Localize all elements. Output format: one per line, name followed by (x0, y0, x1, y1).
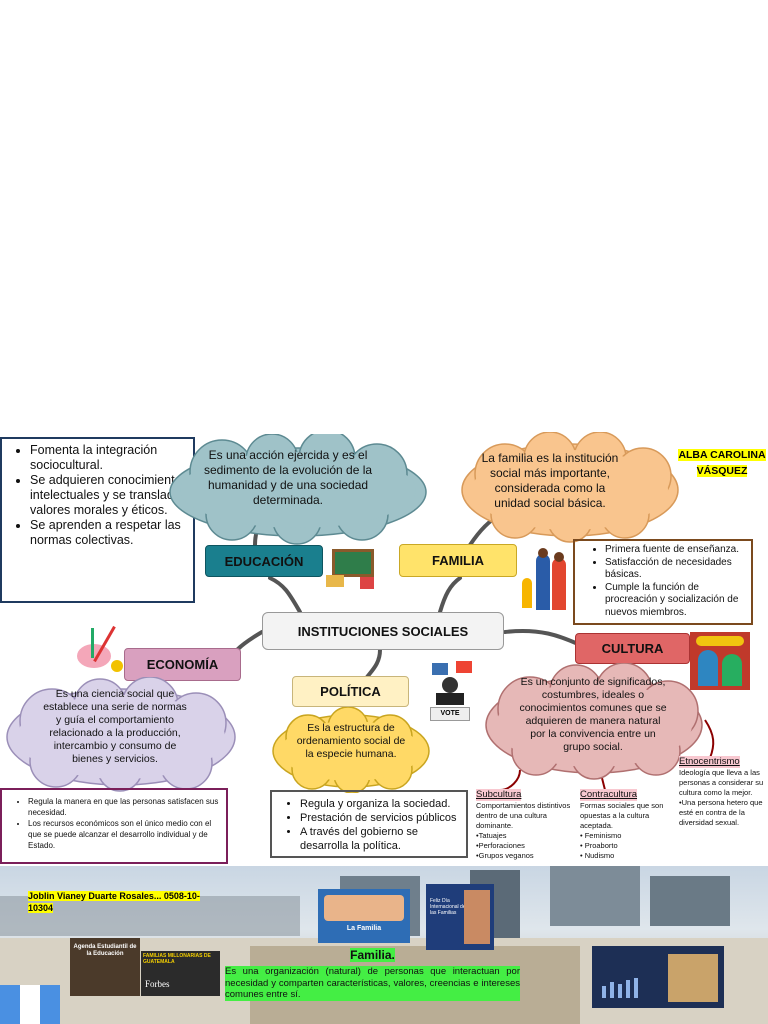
economia-bullets-box: Regula la manera en que las personas sat… (0, 788, 228, 864)
instituciones-sociales-node[interactable]: INSTITUCIONES SOCIALES (262, 612, 504, 650)
etnocentrismo-title: Etnocentrismo (679, 756, 740, 768)
thumbnail-agenda-educacion: Agenda Estudiantil de la Educación (70, 938, 140, 996)
contracultura-block: Contracultura Formas sociales que son op… (580, 789, 668, 861)
thumbnail-forbes-label: Forbes (145, 979, 170, 989)
footer-familia-text: Es una organización (natural) de persona… (225, 966, 520, 1001)
flag-image (0, 985, 60, 1024)
chalkboard-icon (326, 547, 378, 591)
line-etnocentrismo (704, 719, 715, 759)
educacion-bullet: Fomenta la integración sociocultural. (30, 443, 189, 473)
etnocentrismo-line: Ideología que lleva a las personas a con… (679, 768, 764, 797)
subcultura-line: Comportamientos distintivos dentro de un… (476, 801, 571, 830)
familia-bullet: Cumple la función de procreación y socia… (605, 582, 747, 620)
piggy-bank-icon (73, 622, 125, 674)
thumbnail-millonarias-label: FAMILIAS MILLONARIAS DE GUATEMALA (143, 953, 211, 965)
cultura-cloud (485, 663, 703, 780)
politica-node[interactable]: POLÍTICA (292, 676, 409, 707)
economia-definition: Es una ciencia social que establece una … (43, 688, 187, 765)
guatemala-culture-image (690, 632, 750, 690)
contracultura-line: • Proaborto (580, 841, 618, 850)
vote-icon: VOTE (422, 659, 480, 723)
footer-familia-block: Familia. Es una organización (natural) d… (225, 946, 520, 1001)
thumbnail-dia-familias: Feliz Día Internacional de las Familias (426, 884, 494, 950)
author-name: ALBA CAROLINA VÁSQUEZ (676, 447, 768, 479)
familia-definition: La familia es la institución social más … (481, 451, 619, 510)
contracultura-line: • Nudismo (580, 851, 615, 860)
economia-bullet: Los recursos económicos son el único med… (28, 818, 222, 851)
educacion-bullets-box: Fomenta la integración sociocultural. Se… (0, 437, 195, 603)
thumbnail-dia-familias-label: Feliz Día Internacional de las Familias (430, 898, 466, 916)
line-familia (438, 576, 462, 614)
subcultura-line: •Tatuajes (476, 831, 507, 840)
student-name-id: Joblin Vianey Duarte Rosales... 0508-10-… (28, 891, 200, 913)
footer-familia-title: Familia. (350, 948, 395, 962)
family-icon (518, 548, 574, 618)
cultura-definition: Es un conjunto de significados, costumbr… (519, 676, 667, 753)
economy-chart-image (592, 946, 724, 1008)
familia-node[interactable]: FAMILIA (399, 544, 517, 577)
familia-bullets-box: Primera fuente de enseñanza. Satisfacció… (573, 539, 753, 625)
student-info: Joblin Vianey Duarte Rosales... 0508-10-… (28, 890, 204, 914)
thumbnail-agenda-label: Agenda Estudiantil de la Educación (73, 944, 137, 957)
politica-cloud (272, 707, 430, 793)
line-cultura (503, 628, 580, 646)
politica-bullets-box: Regula y organiza la sociedad. Prestació… (270, 790, 468, 858)
subcultura-block: Subcultura Comportamientos distintivos d… (476, 789, 572, 861)
educacion-node[interactable]: EDUCACIÓN (205, 545, 323, 577)
politica-bullet: Regula y organiza la sociedad. (300, 797, 462, 811)
politica-definition: Es la estructura de ordenamiento social … (296, 722, 406, 760)
economia-bullet: Regula la manera en que las personas sat… (28, 796, 222, 818)
author-line2: VÁSQUEZ (696, 465, 748, 477)
subcultura-line: •Perforaciones (476, 841, 525, 850)
subcultura-line: •Grupos veganos (476, 851, 534, 860)
familia-cloud (461, 432, 679, 543)
contracultura-line: Formas sociales que son opuestas a la cu… (580, 801, 664, 830)
author-line1: ALBA CAROLINA (678, 449, 766, 461)
thumbnail-familias-millonarias: FAMILIAS MILLONARIAS DE GUATEMALA Forbes (141, 951, 220, 996)
politica-bullet: Prestación de servicios públicos (300, 811, 462, 825)
thumbnail-la-familia-label: La Familia (346, 925, 382, 932)
economia-node[interactable]: ECONOMÍA (124, 648, 241, 681)
contracultura-line: • Feminismo (580, 831, 622, 840)
subcultura-title: Subcultura (476, 789, 522, 801)
etnocentrismo-line: •Una persona hetero que esté en contra d… (679, 798, 763, 827)
familia-bullet: Satisfacción de necesidades básicas. (605, 557, 747, 582)
politica-bullet: A través del gobierno se desarrolla la p… (300, 825, 462, 853)
educacion-cloud (169, 434, 427, 545)
thumbnail-la-familia: La Familia (318, 889, 410, 943)
cultura-node[interactable]: CULTURA (575, 633, 690, 664)
educacion-definition: Es una acción ejercida y es el sedimento… (203, 448, 373, 507)
familia-bullet: Primera fuente de enseñanza. (605, 544, 747, 557)
educacion-bullet: Se aprenden a respetar las normas colect… (30, 518, 189, 548)
line-educacion (268, 576, 302, 614)
educacion-bullet: Se adquieren conocimientos intelectuales… (30, 473, 189, 518)
contracultura-title: Contracultura (580, 789, 638, 801)
etnocentrismo-block: Etnocentrismo Ideología que lleva a las … (679, 756, 765, 828)
